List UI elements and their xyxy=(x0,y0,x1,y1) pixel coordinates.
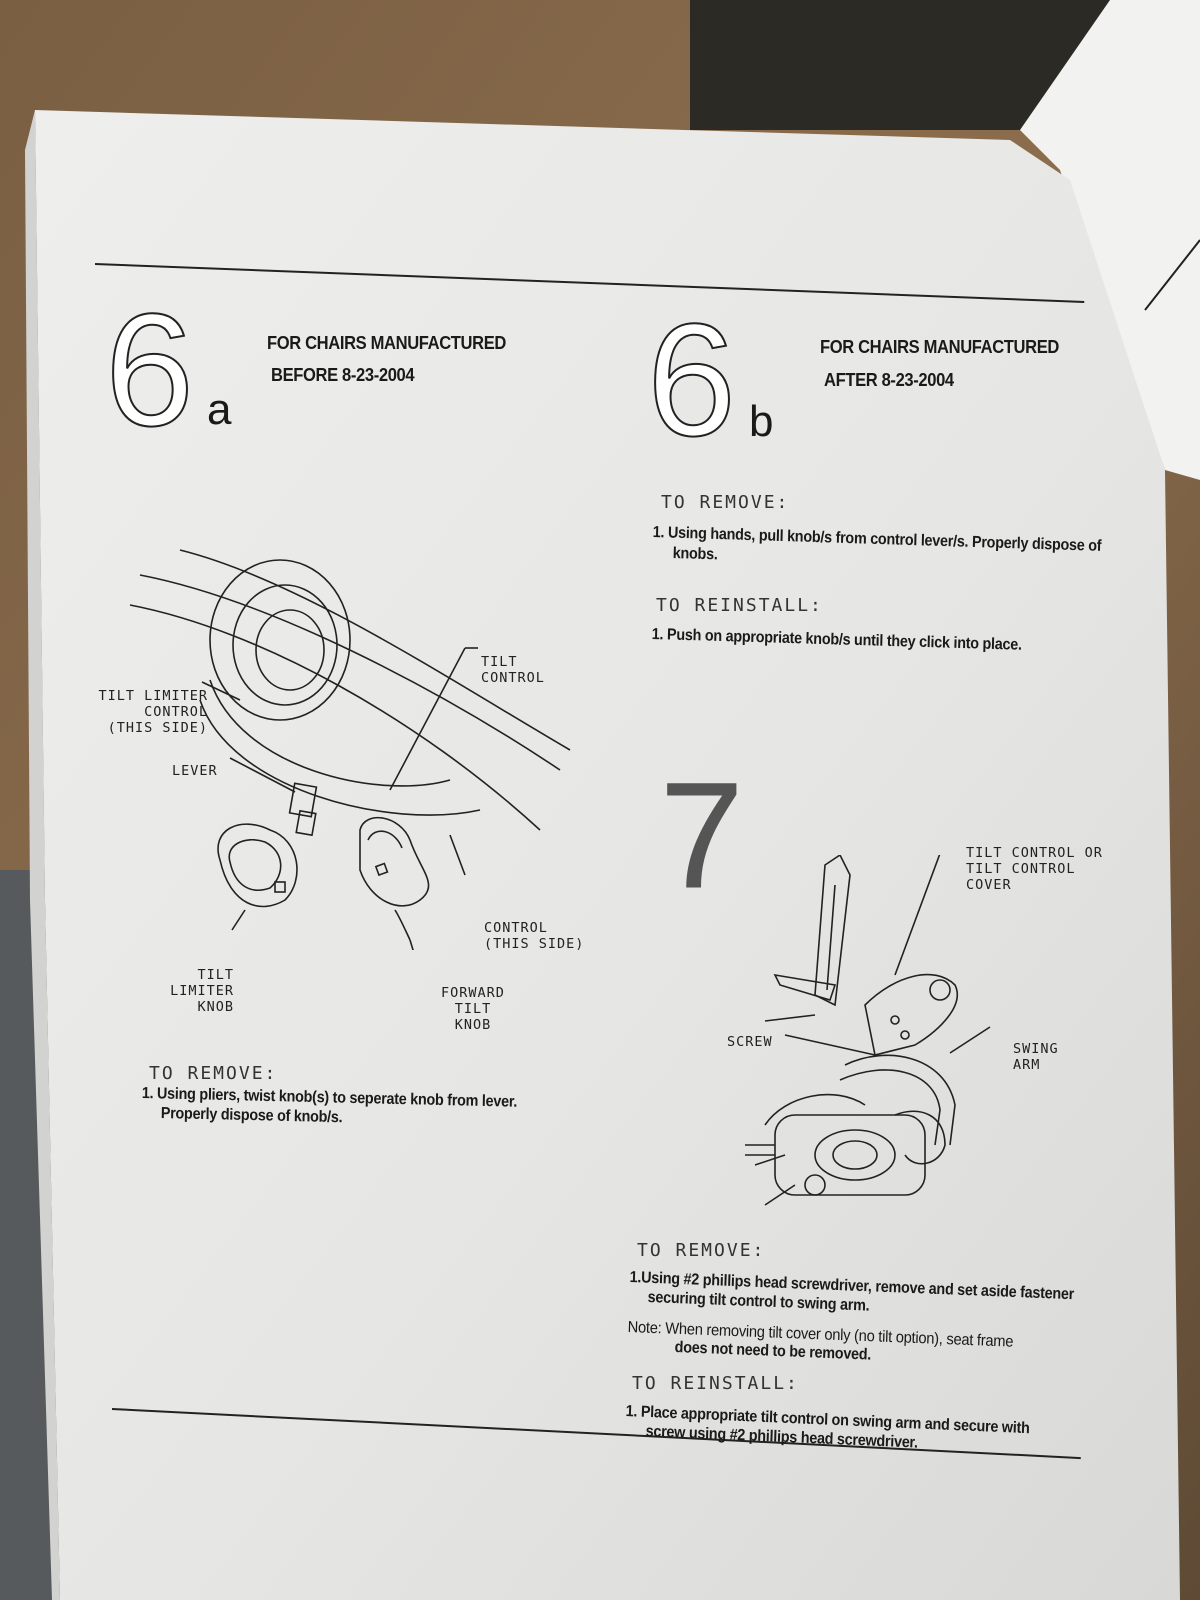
header-6a-line1: FOR CHAIRS MANUFACTURED xyxy=(267,333,507,353)
remove-heading-7: TO REMOVE: xyxy=(637,1240,766,1261)
reinstall-step-6b: 1. Push on appropriate knob/s until they… xyxy=(651,625,1022,654)
label-swing-arm: SWING ARM xyxy=(1013,1041,1059,1073)
remove-heading-6b: TO REMOVE: xyxy=(661,492,790,513)
label-tilt-control-or-cover: TILT CONTROL OR TILT CONTROL COVER xyxy=(966,845,1103,893)
remove-step-6b-line2: knobs. xyxy=(672,544,718,564)
remove-heading-6a: TO REMOVE: xyxy=(149,1063,278,1084)
label-forward-tilt-knob: FORWARD TILT KNOB xyxy=(441,985,505,1033)
header-6a-line2: BEFORE 8-23-2004 xyxy=(271,365,415,385)
label-control-this-side: CONTROL (THIS SIDE) xyxy=(484,920,585,952)
label-lever: LEVER xyxy=(172,763,218,779)
step-letter-6a: a xyxy=(207,385,232,434)
remove-step-6b-line1: 1. Using hands, pull knob/s from control… xyxy=(652,523,1102,555)
top-divider xyxy=(94,263,1085,304)
second-sheet xyxy=(1020,0,1200,480)
paper-under-edge xyxy=(25,110,60,1600)
reinstall-heading-6b: TO REINSTALL: xyxy=(656,595,823,616)
paper-sheet xyxy=(35,110,1180,1600)
step-number-6b: 6 xyxy=(646,290,737,469)
label-screw: SCREW xyxy=(727,1034,773,1050)
label-tilt-limiter-knob: TILT LIMITER KNOB xyxy=(170,967,234,1015)
illustration-7-swing-arm xyxy=(745,855,991,1206)
step-letter-6b: b xyxy=(749,397,774,446)
illustration-6a-knobs xyxy=(129,549,571,950)
reinstall-heading-7: TO REINSTALL: xyxy=(632,1373,799,1394)
header-6b-line1: FOR CHAIRS MANUFACTURED xyxy=(820,337,1060,357)
step-number-7: 7 xyxy=(659,751,744,919)
label-tilt-control: TILT CONTROL xyxy=(481,654,545,686)
second-sheet-rule xyxy=(1144,239,1200,311)
header-6b-line2: AFTER 8-23-2004 xyxy=(824,370,954,390)
remove-step-6a-line2: Properly dispose of knob/s. xyxy=(160,1104,343,1127)
step-number-6a: 6 xyxy=(104,280,195,459)
label-tilt-limiter-control: TILT LIMITER CONTROL (THIS SIDE) xyxy=(98,688,208,736)
